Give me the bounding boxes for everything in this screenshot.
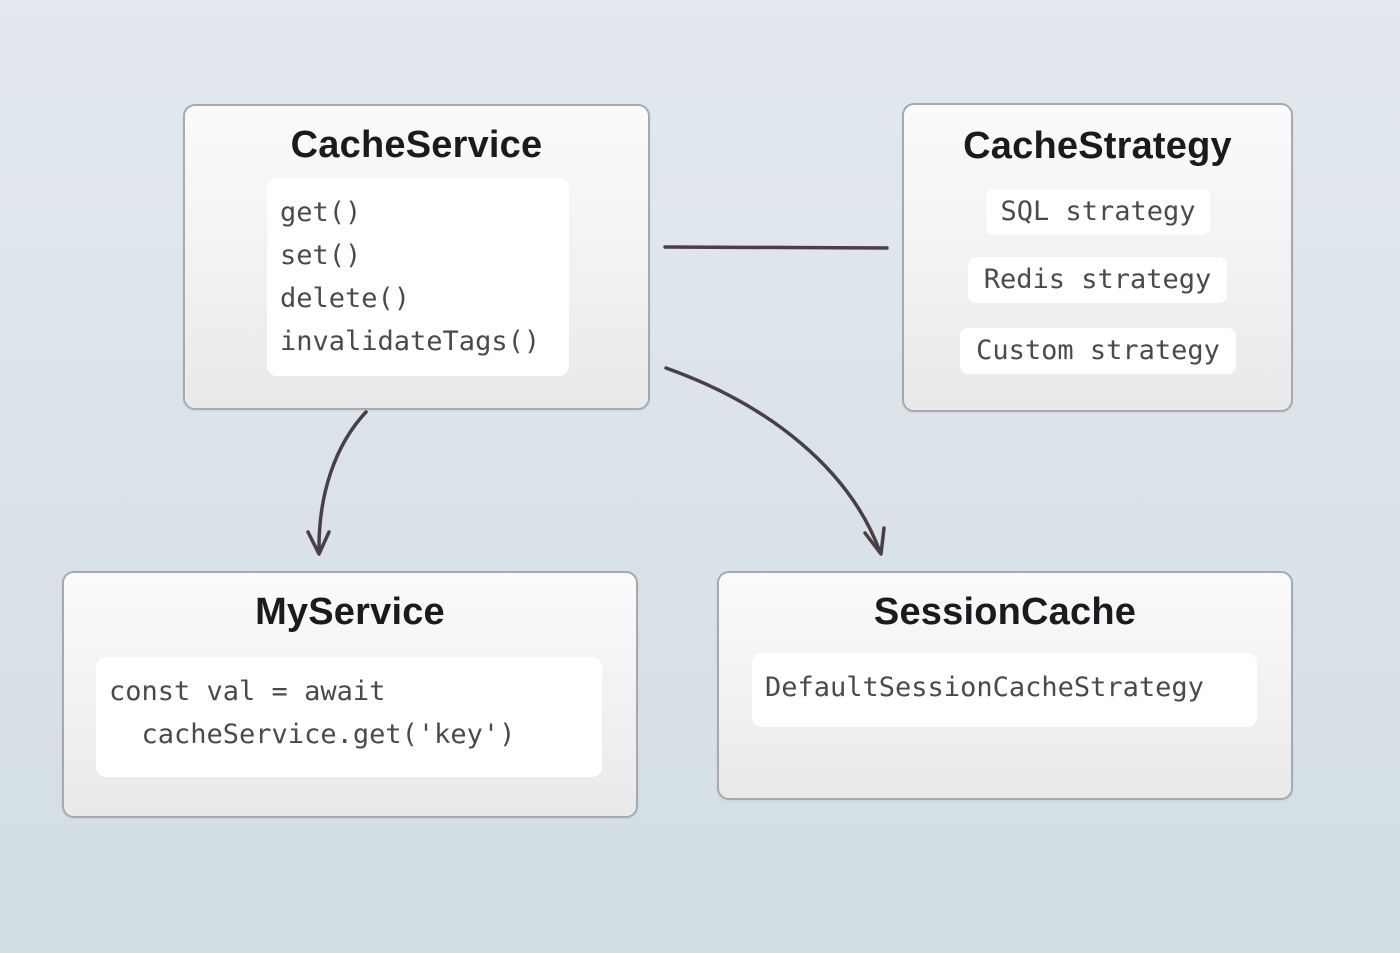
cache-service-methods-panel: get() set() delete() invalidateTags() (267, 178, 569, 376)
strategy-chip-sql: SQL strategy (986, 189, 1210, 235)
arrowhead-sessioncache (863, 526, 886, 556)
cache-service-title: CacheService (290, 124, 543, 166)
session-cache-strategy-panel: DefaultSessionCacheStrategy (752, 653, 1257, 727)
arrowhead-myservice (306, 530, 331, 556)
strategy-chip-redis: Redis strategy (968, 257, 1227, 303)
cache-strategy-box: CacheStrategy SQL strategy Redis strateg… (902, 103, 1293, 412)
my-service-code-panel: const val = await cacheService.get('key'… (96, 657, 602, 777)
session-cache-title: SessionCache (873, 591, 1137, 633)
my-service-box: MyService const val = await cacheService… (62, 571, 638, 818)
session-cache-box: SessionCache DefaultSessionCacheStrategy (717, 571, 1293, 800)
code-line-1: const val = await (109, 676, 386, 707)
code-line-2: cacheService.get('key') (109, 719, 516, 750)
cache-service-box: CacheService get() set() delete() invali… (183, 104, 650, 410)
arrow-to-myservice (317, 410, 368, 555)
method-delete: delete() (280, 283, 411, 314)
session-cache-strategy: DefaultSessionCacheStrategy (765, 672, 1204, 703)
method-invalidate-tags: invalidateTags() (280, 326, 541, 357)
association-line (663, 245, 889, 250)
arrow-to-sessioncache (664, 366, 882, 554)
cache-strategy-title: CacheStrategy (963, 125, 1232, 167)
my-service-title: MyService (255, 591, 445, 633)
method-get: get() (280, 197, 362, 228)
method-set: set() (280, 240, 362, 271)
strategy-chip-custom: Custom strategy (960, 328, 1236, 374)
